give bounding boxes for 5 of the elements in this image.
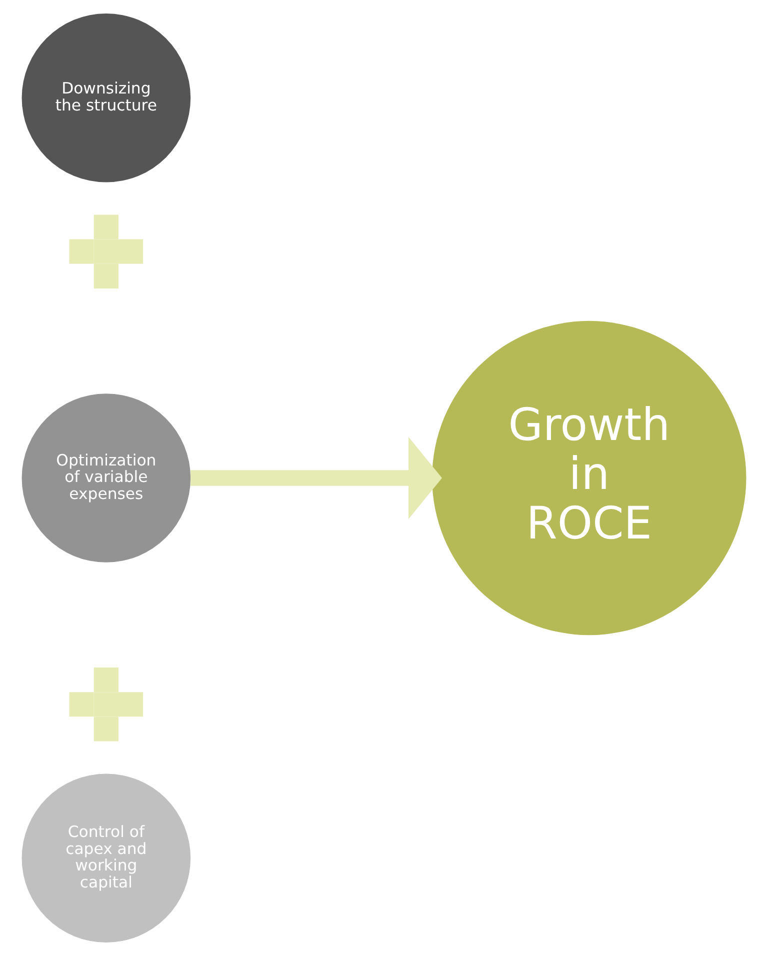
node-circle: Growth in ROCE <box>432 320 746 635</box>
node-circle: Control of capex and working capital <box>21 773 190 942</box>
node-circle: Downsizing the structure <box>21 12 190 182</box>
node-circle: Optimization of variable expenses <box>21 393 190 562</box>
arrow <box>190 436 442 519</box>
